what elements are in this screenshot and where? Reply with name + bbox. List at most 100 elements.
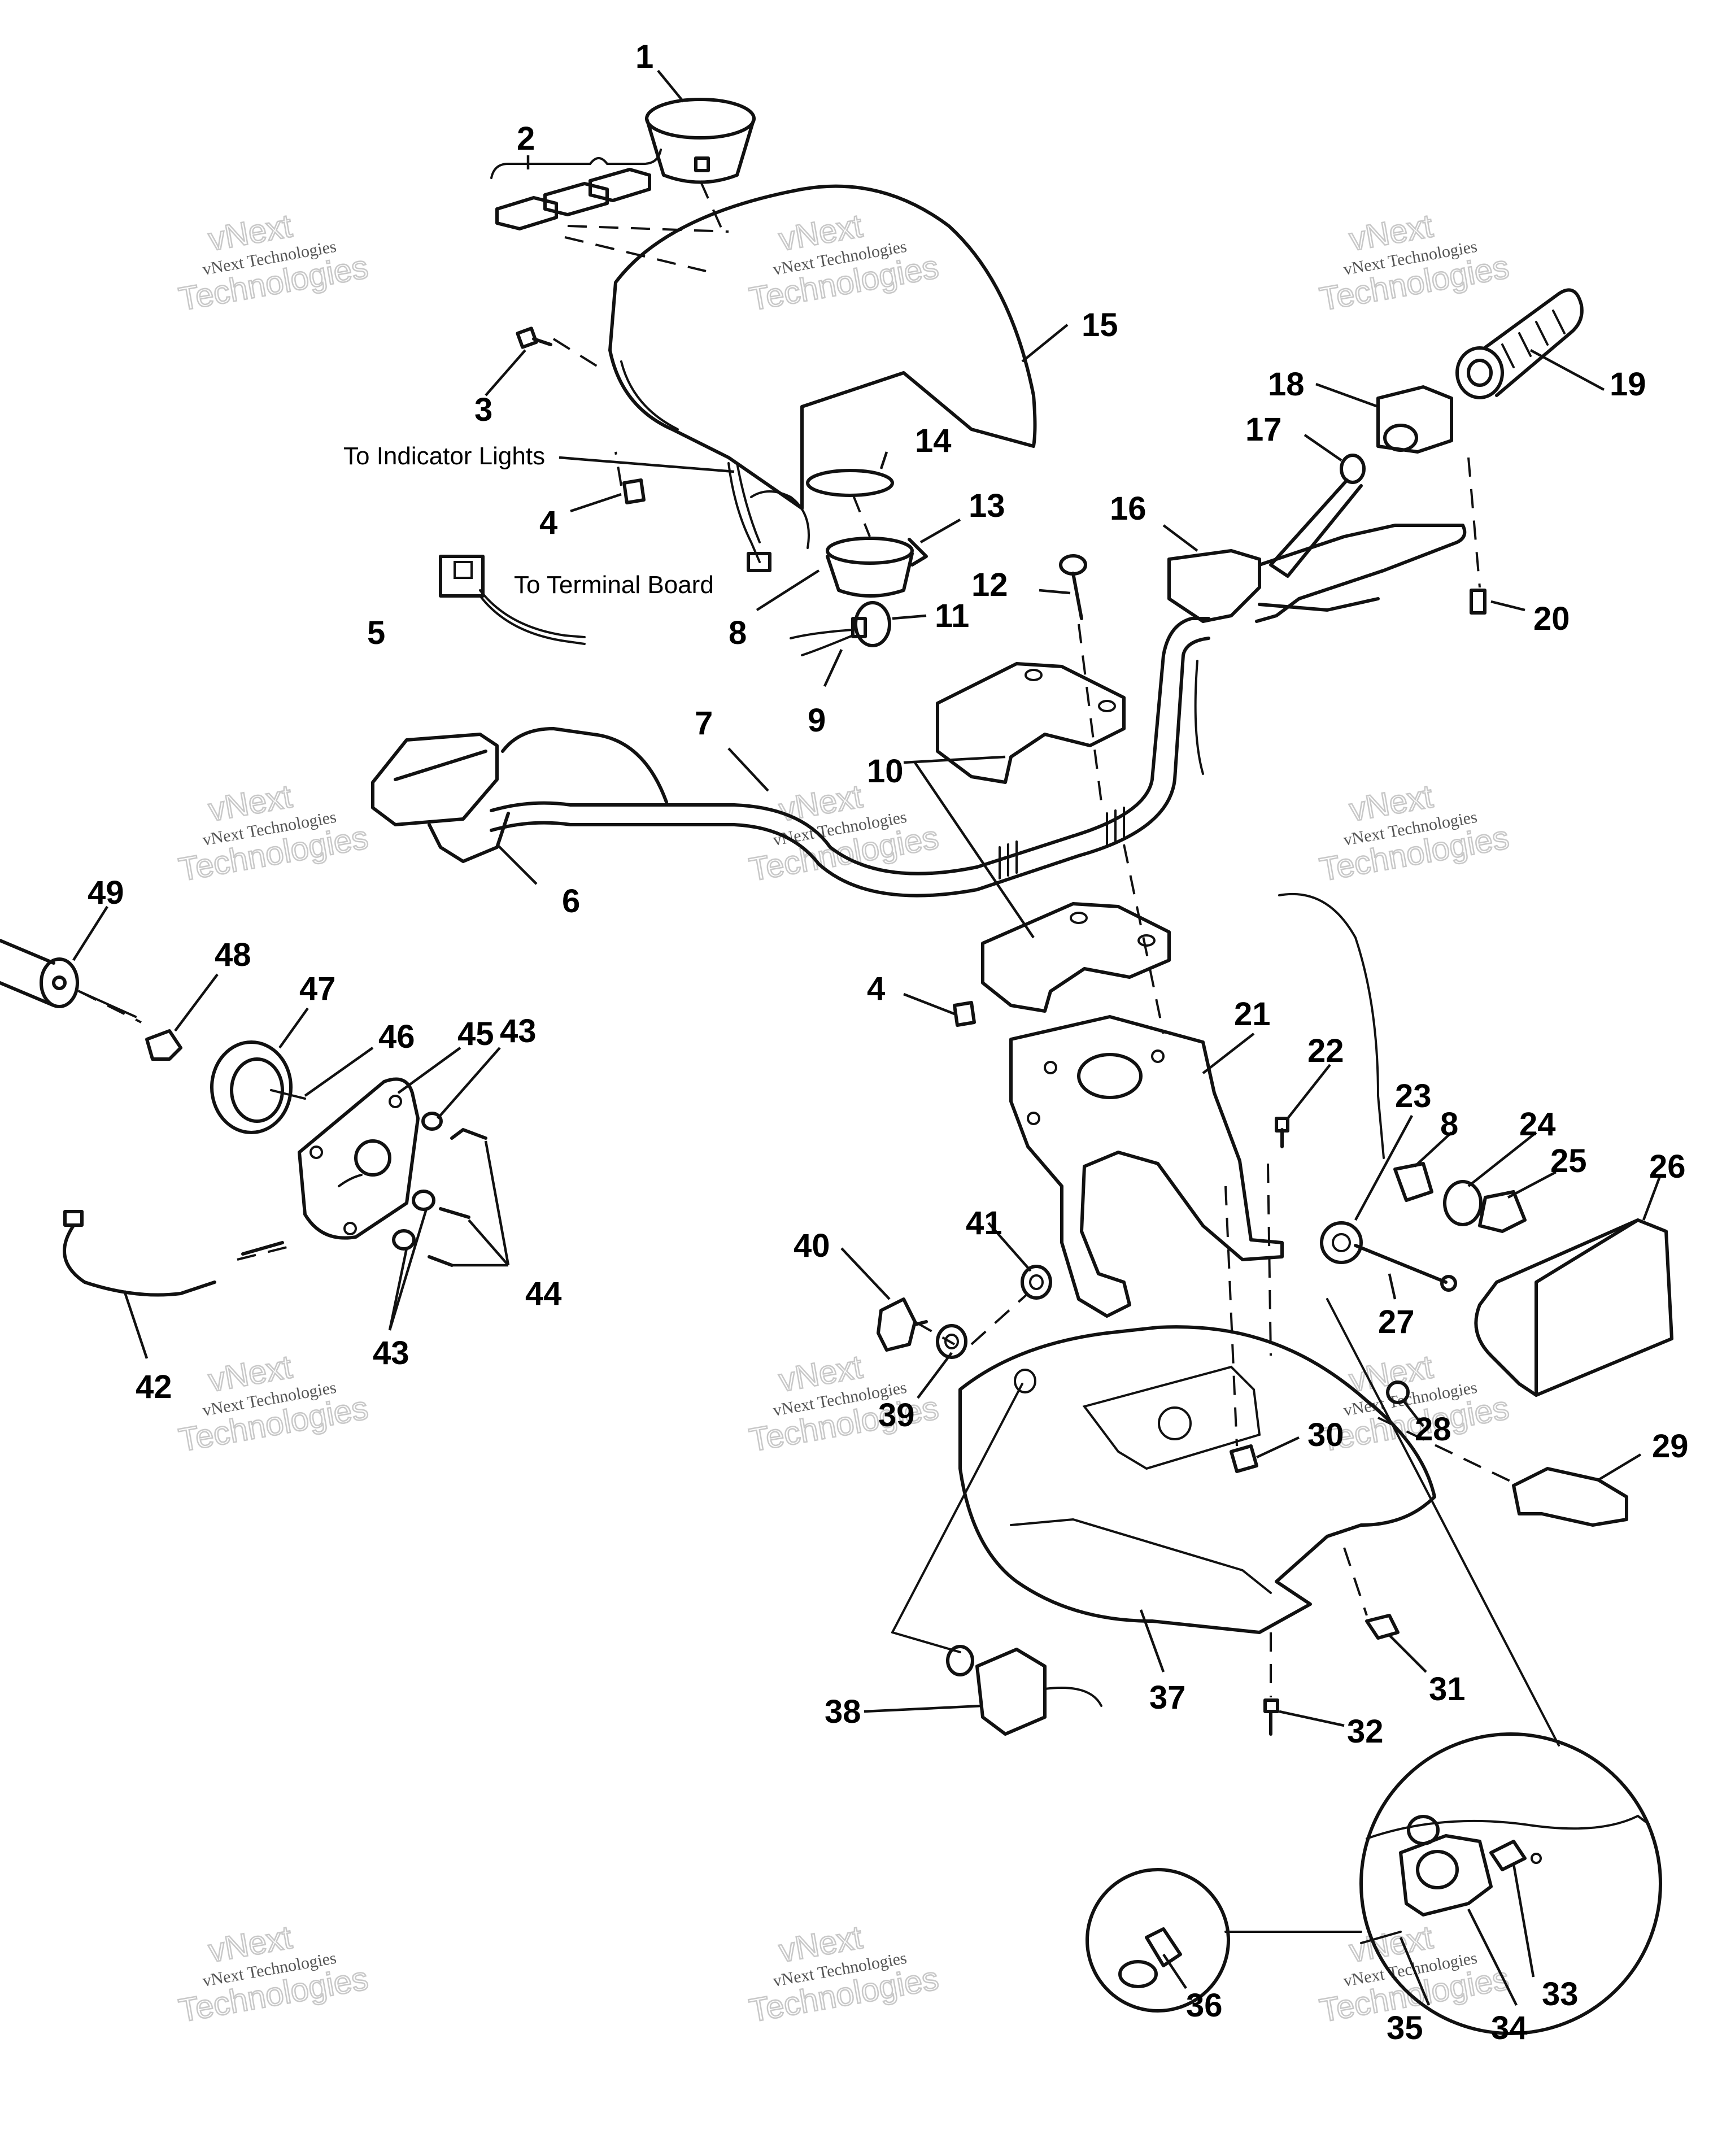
part-31-clip — [1365, 1614, 1400, 1640]
callout-22: 22 — [1307, 1033, 1344, 1069]
callout-48: 48 — [215, 937, 251, 973]
detail-circle-large — [1359, 1732, 1662, 2035]
callout-30: 30 — [1307, 1417, 1344, 1453]
callout-39: 39 — [878, 1397, 915, 1434]
part-42-speedometer-cable — [63, 1210, 216, 1297]
callout-11: 11 — [935, 598, 969, 634]
callout-25: 25 — [1550, 1143, 1587, 1179]
callout-4: 4 — [539, 504, 557, 541]
callout-41: 41 — [966, 1205, 1002, 1242]
part-48-fitting — [145, 1029, 182, 1061]
callout-46: 46 — [378, 1018, 415, 1055]
part-17-throttle-tube — [1269, 454, 1366, 578]
part-8-bulb-harness-lower — [1278, 892, 1433, 1202]
part-4-clip-lower — [953, 1001, 976, 1027]
part-37-lower-cowl-panel — [958, 1325, 1436, 1634]
callout-17: 17 — [1245, 411, 1282, 448]
part-3-screw — [516, 326, 552, 349]
part-45-speedometer-plate — [298, 1077, 420, 1240]
part-20-screw — [1467, 457, 1486, 615]
callout-6: 6 — [562, 883, 580, 920]
part-49-cable-end — [0, 939, 137, 1018]
callout-43-upper: 43 — [500, 1013, 537, 1049]
callout-5: 5 — [367, 615, 385, 651]
callout-35: 35 — [1387, 2010, 1423, 2046]
callout-16: 16 — [1110, 490, 1147, 527]
callout-20: 20 — [1533, 600, 1570, 637]
part-5-connector — [439, 555, 586, 645]
callout-12: 12 — [971, 567, 1008, 603]
callout-33: 33 — [1542, 1976, 1579, 2013]
callout-15: 15 — [1082, 307, 1118, 343]
callout-31: 31 — [1429, 1671, 1466, 1708]
part-28-grommet — [1386, 1380, 1410, 1404]
callout-38: 38 — [825, 1693, 861, 1730]
part-15-headlight-pod-cowl — [608, 184, 1037, 510]
part-6-master-cylinder-left — [371, 727, 668, 863]
callout-27: 27 — [1378, 1304, 1415, 1340]
callout-8-lower: 8 — [1440, 1106, 1458, 1143]
callout-45: 45 — [457, 1016, 494, 1052]
callout-14: 14 — [915, 423, 952, 459]
callout-2: 2 — [517, 120, 535, 157]
callout-1: 1 — [635, 38, 653, 75]
callout-23: 23 — [1395, 1078, 1432, 1114]
part-30-nut — [1230, 1444, 1258, 1473]
detail-circle-small — [1086, 1868, 1230, 2013]
callout-40: 40 — [794, 1227, 830, 1264]
note-indicator-lights: To Indicator Lights — [343, 442, 545, 470]
part-2-indicator-lenses — [490, 149, 662, 230]
part-29-connector — [1512, 1467, 1628, 1527]
part-39-switch-nut — [936, 1324, 967, 1359]
callout-29: 29 — [1652, 1428, 1689, 1465]
callout-4-lower: 4 — [867, 970, 885, 1007]
part-18-switch-housing — [1376, 385, 1453, 454]
callout-7: 7 — [695, 705, 713, 742]
callout-42: 42 — [136, 1369, 172, 1405]
part-10-lower-clamp — [981, 902, 1171, 1013]
part-4-clip-upper — [622, 478, 646, 504]
part-19-grip — [1455, 288, 1584, 399]
callout-13: 13 — [969, 487, 1005, 524]
callout-18: 18 — [1268, 366, 1305, 403]
part-12-bolt — [1059, 554, 1087, 620]
part-1-speedometer-cup — [645, 98, 756, 184]
part-46-47-gasket — [210, 1040, 306, 1134]
note-terminal-board: To Terminal Board — [514, 571, 714, 599]
part-16-brake-master-cylinder — [1167, 524, 1467, 623]
leader-lines — [72, 69, 1662, 2006]
callout-9: 9 — [808, 702, 826, 739]
part-21-headlight-bracket — [1009, 1015, 1284, 1318]
part-26-headlight-lamp — [1474, 1218, 1673, 1397]
callout-47: 47 — [299, 970, 336, 1007]
callout-labels: 1 2 3 4 5 6 7 8 9 10 11 12 13 14 15 16 1… — [88, 38, 1689, 2046]
part-13-14-headlight-rings — [806, 469, 928, 598]
callout-37: 37 — [1149, 1679, 1186, 1716]
callout-34: 34 — [1491, 2010, 1528, 2046]
part-11-bulb-socket — [790, 601, 891, 656]
part-41-grommet — [1021, 1265, 1052, 1300]
callout-19: 19 — [1610, 366, 1646, 403]
callout-24: 24 — [1519, 1106, 1556, 1143]
part-7-handlebar — [490, 617, 1210, 898]
part-24-25-retaining-rings — [1443, 1180, 1527, 1233]
callout-10: 10 — [867, 753, 904, 790]
callout-3: 3 — [474, 391, 492, 428]
assembly-lines — [79, 180, 1560, 1933]
part-32-screw — [1263, 1632, 1279, 1736]
callout-8: 8 — [729, 615, 747, 651]
callout-21: 21 — [1234, 996, 1271, 1033]
callout-28: 28 — [1415, 1411, 1451, 1448]
callout-49: 49 — [88, 874, 124, 911]
